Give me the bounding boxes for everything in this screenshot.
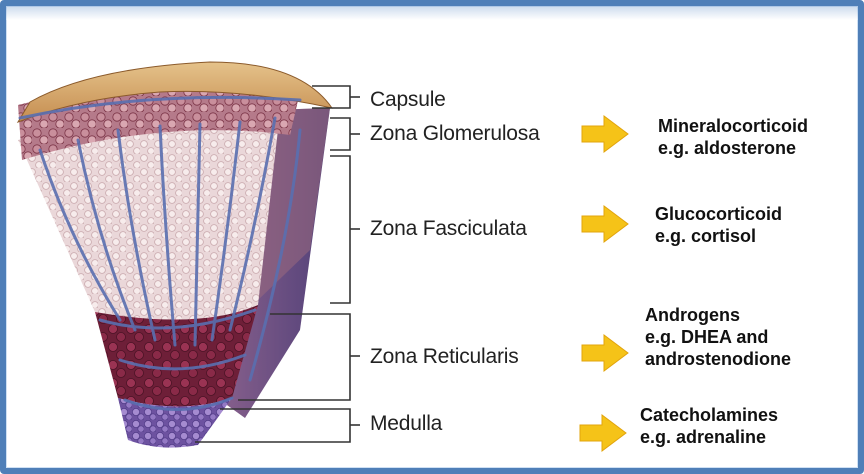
hormone-example: e.g. DHEA and	[645, 326, 791, 348]
hormone-class: Glucocorticoid	[655, 203, 782, 225]
hormone-class: Mineralocorticoid	[658, 115, 808, 137]
hormone-catecholamines: Catecholamines e.g. adrenaline	[640, 404, 778, 448]
label-zona-glomerulosa: Zona Glomerulosa	[370, 122, 540, 146]
label-capsule: Capsule	[370, 88, 446, 112]
hormone-example-cont: androstenodione	[645, 348, 791, 370]
hormone-class: Catecholamines	[640, 404, 778, 426]
hormone-glucocorticoid: Glucocorticoid e.g. cortisol	[655, 203, 782, 247]
hormone-example: e.g. aldosterone	[658, 137, 808, 159]
hormone-class: Androgens	[645, 304, 791, 326]
label-medulla: Medulla	[370, 412, 442, 436]
right-arrow-icon	[580, 333, 630, 373]
right-arrow-icon	[580, 204, 630, 244]
right-arrow-icon	[580, 114, 630, 154]
hormone-example: e.g. adrenaline	[640, 426, 778, 448]
hormone-mineralocorticoid: Mineralocorticoid e.g. aldosterone	[658, 115, 808, 159]
hormone-androgens: Androgens e.g. DHEA and androstenodione	[645, 304, 791, 370]
right-arrow-icon	[578, 413, 628, 453]
label-zona-reticularis: Zona Reticularis	[370, 345, 519, 369]
label-zona-fasciculata: Zona Fasciculata	[370, 217, 527, 241]
hormone-example: e.g. cortisol	[655, 225, 782, 247]
